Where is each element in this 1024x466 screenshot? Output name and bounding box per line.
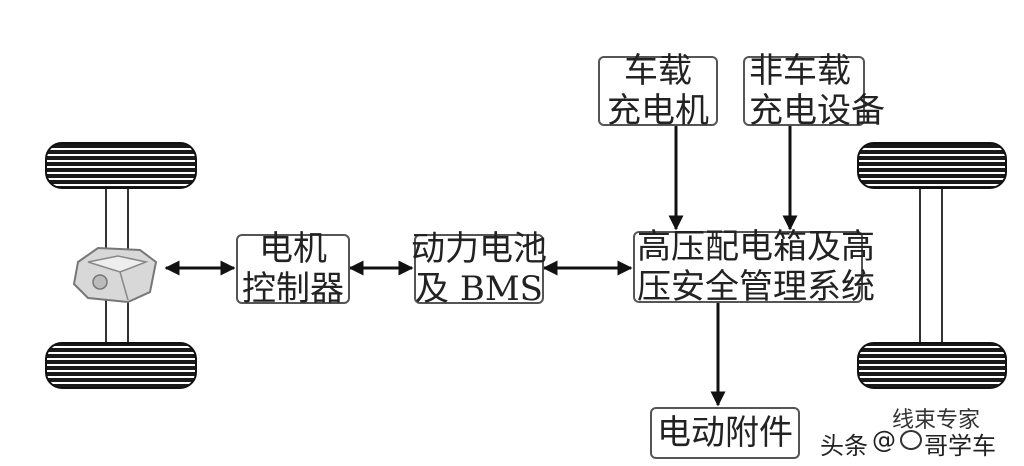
right-axle-shaft	[919, 184, 943, 346]
right-front-wheel	[857, 142, 1007, 189]
watermark-at: @	[872, 426, 896, 454]
right-axle	[857, 142, 1007, 389]
left-rear-wheel	[45, 342, 197, 389]
battery-line1: 动力电池	[411, 229, 547, 269]
onboard-charger-line2: 充电机	[607, 91, 709, 131]
hv-box-line1: 高压配电箱及高	[637, 227, 875, 267]
battery-bms-box: 动力电池 及 BMS	[411, 229, 547, 309]
onboard-charger-box: 车载 充电机	[598, 51, 718, 131]
motor-icon	[72, 246, 158, 304]
left-axle	[45, 142, 197, 389]
battery-line2: 及 BMS	[415, 269, 543, 309]
offboard-charger-box: 非车载 充电设备	[743, 51, 885, 131]
motor-controller-box: 电机 控制器	[236, 229, 350, 309]
offboard-charger-line1: 非车载	[749, 51, 851, 91]
electric-accessories-box: 电动附件	[650, 407, 800, 459]
accessories-label: 电动附件	[657, 413, 793, 453]
wechat-icon	[900, 430, 922, 450]
watermark: 线束专家 头条 @ 哥学车	[820, 400, 1020, 460]
right-rear-wheel	[857, 342, 1007, 389]
watermark-platform: 头条	[820, 432, 868, 460]
offboard-charger-line2: 充电设备	[749, 91, 885, 131]
onboard-charger-line1: 车载	[624, 51, 692, 91]
hv-distribution-box: 高压配电箱及高 压安全管理系统	[633, 227, 875, 307]
watermark-author: 线束专家	[892, 408, 981, 433]
watermark-channel: 哥学车	[924, 432, 996, 460]
hv-box-line2: 压安全管理系统	[637, 267, 875, 307]
motor-controller-line1: 电机	[259, 229, 327, 269]
motor-controller-line2: 控制器	[242, 269, 344, 309]
left-front-wheel	[45, 142, 197, 189]
